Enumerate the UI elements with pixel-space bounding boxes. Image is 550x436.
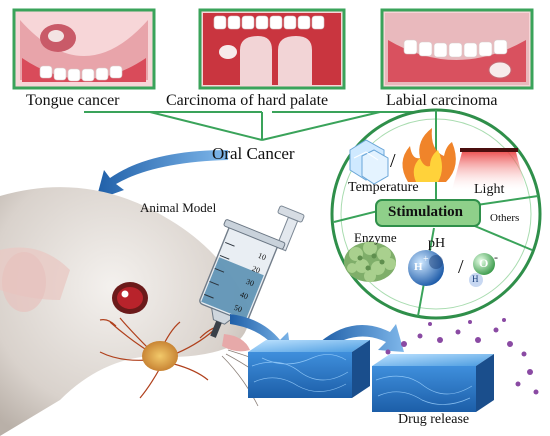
label-ion-oh-h: H xyxy=(472,274,479,284)
enzyme-molecule-icon xyxy=(344,241,396,282)
syringe xyxy=(199,205,305,338)
label-others: Others xyxy=(490,212,520,224)
label-drug-release: Drug release xyxy=(398,412,470,427)
label-oral-cancer: Oral Cancer xyxy=(212,144,295,163)
ion-sphere-icon xyxy=(408,250,495,287)
light-lamp-icon xyxy=(452,148,526,190)
drug-particles xyxy=(385,318,539,395)
label-hard-palate: Carcinoma of hard palate xyxy=(166,92,329,109)
connector-lines xyxy=(84,111,460,141)
separator-slash-ph: / xyxy=(458,256,464,278)
arrow-release xyxy=(320,324,404,352)
label-ion-h: H xyxy=(414,261,423,273)
label-ion-plus: + xyxy=(423,254,429,265)
flame-icon xyxy=(402,128,456,182)
separator-slash: / xyxy=(390,150,396,172)
panel-hard-palate xyxy=(198,8,346,90)
label-animal-model: Animal Model xyxy=(140,200,217,215)
hydrogel-block-1 xyxy=(248,340,370,398)
label-ion-o: O xyxy=(479,256,489,270)
label-ion-minus: - xyxy=(494,250,498,264)
label-temperature: Temperature xyxy=(348,180,419,195)
label-light: Light xyxy=(474,182,505,197)
label-enzyme: Enzyme xyxy=(354,230,397,245)
panel-tongue xyxy=(12,8,156,90)
rat-head xyxy=(0,187,291,436)
label-stimulation: Stimulation xyxy=(388,204,464,220)
ice-crystal-icon xyxy=(349,139,389,185)
hydrogel-block-2 xyxy=(372,354,494,412)
arrow-to-animal xyxy=(96,150,228,200)
label-ph: pH xyxy=(428,236,446,251)
panel-labial xyxy=(380,8,534,90)
label-labial-carcinoma: Labial carcinoma xyxy=(386,92,498,109)
label-tongue-cancer: Tongue cancer xyxy=(26,92,120,109)
tumor xyxy=(142,341,178,371)
